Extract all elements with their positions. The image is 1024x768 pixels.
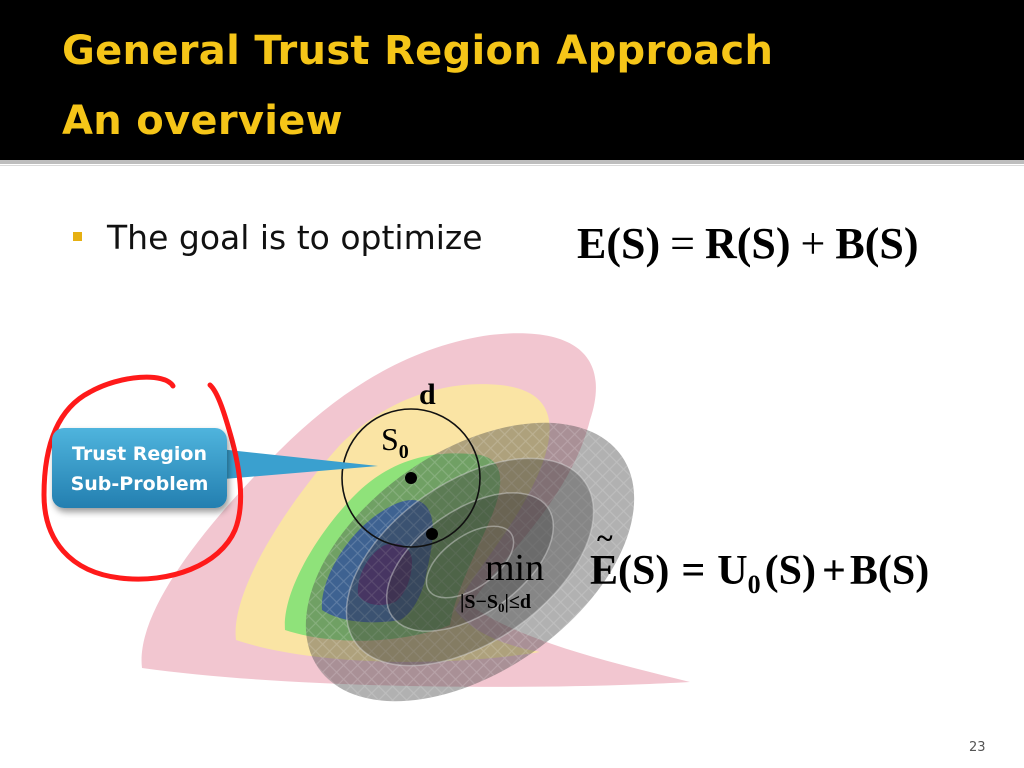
min-operator: min (485, 547, 544, 589)
red-annotation-circle (41, 374, 244, 582)
current-solution-point (405, 472, 417, 484)
svg-text:E(S)=U0(S)+B(S): E(S) = U0(S)+B(S) (590, 548, 929, 599)
approximation-equation: ~ E(S) = U0(S)+B(S) (590, 522, 929, 599)
center-label: S0 (381, 421, 409, 463)
bullet-marker (73, 232, 82, 241)
equation-plus: + (800, 219, 826, 268)
approx-plus: + (822, 548, 846, 594)
trust-region-callout: Trust Region Sub-Problem (52, 428, 227, 508)
approx-lhs: E(S) (590, 548, 669, 594)
title-divider (0, 160, 1024, 164)
equation-term-r: R(S) (704, 219, 791, 268)
min-constraint: |S−S0|≤d (460, 591, 531, 615)
approx-args: (S) (765, 548, 816, 594)
approx-equals: = (681, 548, 705, 594)
callout-line-2: Sub-Problem (70, 473, 209, 495)
model-ellipse-core (425, 525, 515, 599)
title-divider-thin (0, 165, 1024, 166)
model-ellipse-outer-texture (305, 422, 635, 702)
equation-term-b: B(S) (835, 219, 919, 268)
approx-u-sub: 0 (748, 570, 761, 599)
approx-u: U (717, 548, 747, 594)
approx-b: B(S) (850, 548, 929, 594)
energy-equation: E(S)=R(S)+B(S) (577, 218, 918, 269)
optimum-point (426, 528, 438, 540)
page-number: 23 (969, 740, 986, 755)
slide-subtitle: An overview (62, 98, 343, 144)
min-constraint-sub: 0 (498, 600, 505, 615)
callout-pointer (210, 448, 378, 480)
center-label-sub: 0 (399, 441, 409, 463)
equation-equals: = (670, 219, 695, 268)
radius-label: d (419, 378, 436, 411)
title-bar: General Trust Region Approach An overvie… (0, 0, 1024, 160)
slide-title: General Trust Region Approach (62, 28, 774, 74)
trust-region-circle (341, 408, 481, 548)
model-ellipse-inner (385, 492, 555, 632)
equation-lhs: E(S) (577, 219, 661, 268)
callout-line-1: Trust Region (72, 443, 207, 465)
approximation-model (305, 422, 635, 702)
approx-tilde: ~ (597, 522, 613, 555)
bullet-text: The goal is to optimize (107, 218, 483, 257)
model-ellipse-mid (345, 457, 595, 667)
